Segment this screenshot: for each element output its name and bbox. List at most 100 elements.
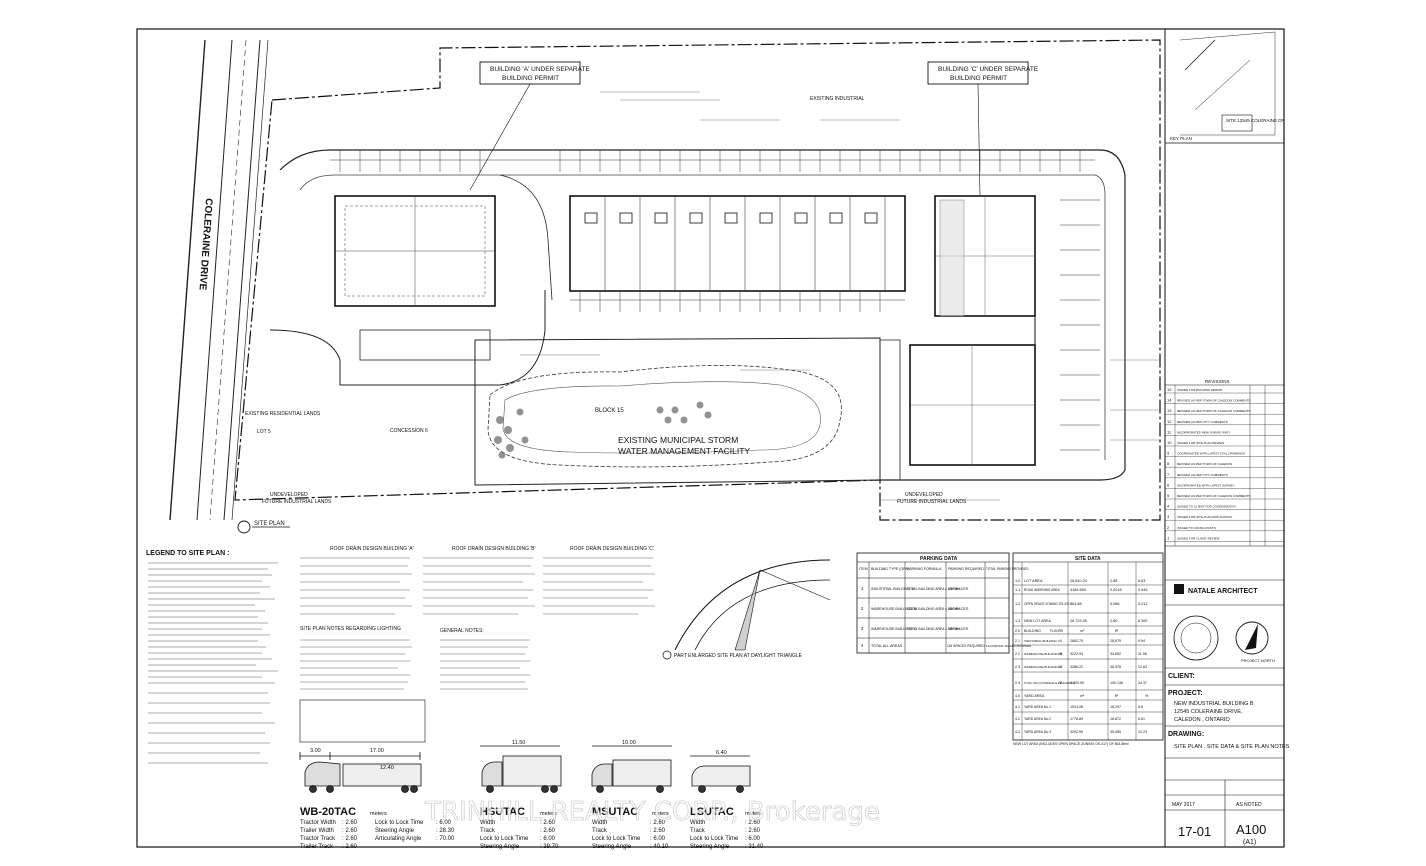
site-notes-title: SITE PLAN NOTES REGARDING LIGHTING [300, 626, 401, 632]
building-2-floors: 15 [1058, 652, 1062, 656]
building-4-label: TOTAL GFA (COVERAGE ALL BUILDINGS) [1024, 681, 1075, 685]
parking-title: PARKING DATA [920, 556, 958, 562]
yard-1-pct: 5.6 [1138, 705, 1143, 709]
project-label: PROJECT: [1168, 690, 1203, 697]
wb20-spec-1-value: : 2.60 [342, 820, 358, 826]
building-c-permit-line-1: BUILDING 'C' UNDER SEPARATE [938, 66, 1039, 73]
revision-description: INCORPORATED WITH LATEST SURVEY [1177, 483, 1234, 487]
site-row-2-no: 1.1 [1015, 588, 1020, 592]
parking-row-4-provided: 132 PARKING SPACES PROVIDED [986, 644, 1031, 648]
yard-2-no: 4.2 [1015, 717, 1020, 721]
future-industrial-left-1: UNDEVELOPED [270, 492, 308, 498]
hsu-spec-4-label: Steering Angle [480, 844, 520, 850]
wb20-spec-5-label: Lock to Lock Time [375, 820, 424, 826]
key-plan: SITE 12545 COLERAINE DR KEY PLAN [1165, 31, 1286, 144]
daylight-triangle-detail: PART ENLARGED SITE PLAN AT DAYLIGHT TRIA… [662, 559, 831, 660]
building-4-ft2: 100,146 [1110, 681, 1123, 685]
lsu-spec-1-value: : 2.60 [745, 820, 761, 826]
revision-number: 3 [1167, 514, 1170, 519]
site-row-4-ha: 2.60 [1110, 619, 1117, 623]
building-1-m2: 2662.75 [1070, 639, 1083, 643]
site-row-4-m2: 26,723.35 [1070, 619, 1087, 623]
site-row-3-label: OPEN SPACE ZONING OS-417 [1024, 602, 1070, 606]
coleraine-drive-road [169, 39, 269, 521]
project-north-label: PROJECT NORTH [1241, 658, 1275, 663]
sheet-number: A100 [1236, 822, 1266, 837]
building-1-no: 2.1 [1015, 639, 1020, 643]
building-a-permit-line-2: BUILDING PERMIT [502, 75, 559, 82]
yard-1-label: YARD AREA No.1 [1024, 705, 1051, 709]
future-industrial-left-2: FUTURE INDUSTRIAL LANDS [262, 499, 332, 505]
parking-row-4-item: 4 [861, 643, 864, 648]
storm-facility-label-1: EXISTING MUNICIPAL STORM [618, 435, 738, 445]
parking-row-1-item: 1 [861, 586, 864, 591]
msu-spec-2-value: : 2.60 [650, 828, 666, 834]
site-data-footnote: NEW LOT AREA (INCLUDES OPEN SPACE ZONING… [1013, 742, 1130, 746]
site-row-1-m2: 26,810.20 [1070, 579, 1087, 583]
site-row-4-ac: 6.392 [1138, 619, 1148, 623]
yard-3-pct: 12.23 [1138, 730, 1147, 734]
future-industrial-right-1: UNDEVELOPED [905, 492, 943, 498]
site-row-4-no: 1.3 [1015, 619, 1020, 623]
revision-number: 9 [1167, 451, 1170, 456]
revision-number: 7 [1167, 472, 1170, 477]
site-plan-area: COLERAINE DRIVE [169, 39, 1161, 534]
wb20-spec-3-value: : 2.60 [342, 836, 358, 842]
revision-description: ISSUED TO CLIENT FOR COORDINATION [1177, 505, 1236, 509]
building-header-m2: m² [1080, 629, 1085, 633]
site-row-1-no: 1.0 [1015, 579, 1020, 583]
parking-row-4-type: TOTAL ALL AREAS [871, 644, 903, 648]
yard-header-m2: m² [1080, 694, 1085, 698]
wb20-dim-1: 3.00 [310, 748, 321, 754]
parking-row-2-formula: TOTAL BUILDING AREA x 1/90 m² [907, 607, 960, 611]
parking-row-3-formula: TOTAL BUILDING AREA x 1/90 m² [907, 627, 960, 631]
building-4-m2: 9,303.90 [1070, 681, 1084, 685]
sheet-size: (A1) [1243, 839, 1256, 846]
site-data-title: SITE DATA [1075, 556, 1101, 562]
project-line-1: NEW INDUSTRIAL BUILDING B [1174, 701, 1254, 707]
hsu-name: HSUTAC [480, 806, 525, 818]
site-row-1-ha: 2.68 [1110, 579, 1117, 583]
yard-3-no: 4.3 [1015, 730, 1020, 734]
msu-dim: 10.00 [622, 740, 636, 746]
revision-number: 12 [1167, 419, 1172, 424]
roof-c-title: ROOF DRAIN DESIGN BUILDING 'C' [570, 546, 654, 552]
hsu-spec-1-value: : 2.60 [540, 820, 556, 826]
revision-description: ISSUED FOR SITE PLAN REVIEW [1177, 441, 1224, 445]
building-b-footprint [569, 195, 906, 292]
msu-spec-3-value: : 6.00 [650, 836, 666, 842]
parking-row-4-required: 118 SPACES REQUIRED [947, 644, 985, 648]
yard-header-pct: % [1145, 694, 1149, 698]
existing-residential-label: EXISTING RESIDENTIAL LANDS [245, 411, 321, 417]
building-3-no: 2.3 [1015, 665, 1020, 669]
hsu-spec-2-value: : 2.60 [540, 828, 556, 834]
lsu-spec-1-label: Width [690, 820, 705, 826]
wb20-specs: Tractor Width : 2.60 Trailer Width : 2.6… [300, 820, 455, 850]
parking-header-formula: PARKING FORMULA [907, 567, 942, 571]
building-a-footprint [334, 195, 496, 307]
revision-number: 6 [1167, 482, 1170, 487]
building-header-ft2: ft² [1115, 629, 1119, 633]
title-block: SITE 12545 COLERAINE DR KEY PLAN REVISIO… [1165, 31, 1290, 847]
msu-specs: Width : 2.60 Track : 2.60 Lock to Lock T… [592, 820, 669, 850]
site-row-3-ac: 0.212 [1138, 602, 1148, 606]
revision-description: ISSUED FOR BUILDING PERMIT [1177, 388, 1223, 392]
site-row-3-ha: 0.086 [1110, 602, 1120, 606]
revision-description: REVISED AS PER TOWN OF CALEDON COMMENTS [1177, 494, 1250, 498]
building-1-ft2: 28,675 [1110, 639, 1121, 643]
site-row-4-label: NEW LOT AREA [1024, 619, 1051, 623]
inner-curb [299, 174, 1106, 460]
project-line-2: 12545 COLERAINE DRIVE, [1174, 709, 1243, 715]
hsu-dim: 11.50 [512, 740, 525, 746]
building-c-footprint [909, 195, 1036, 466]
revision-description: COORDINATED WITH LATEST CIVIL DRAWINGS [1177, 452, 1245, 456]
building-3-label: WAREHOUSE BUILDING 'C' [1024, 665, 1063, 669]
hsu-specs: Width : 2.60 Track : 2.60 Lock to Lock T… [480, 820, 559, 850]
building-2-no: 2.2 [1015, 652, 1020, 656]
revision-number: 14 [1167, 398, 1172, 403]
street-name-label: COLERAINE DRIVE [197, 198, 214, 291]
wb20-spec-2-label: Trailer Width [300, 828, 334, 834]
msu-spec-2-label: Track [592, 828, 608, 834]
building-4-no: 2.4 [1015, 681, 1020, 685]
